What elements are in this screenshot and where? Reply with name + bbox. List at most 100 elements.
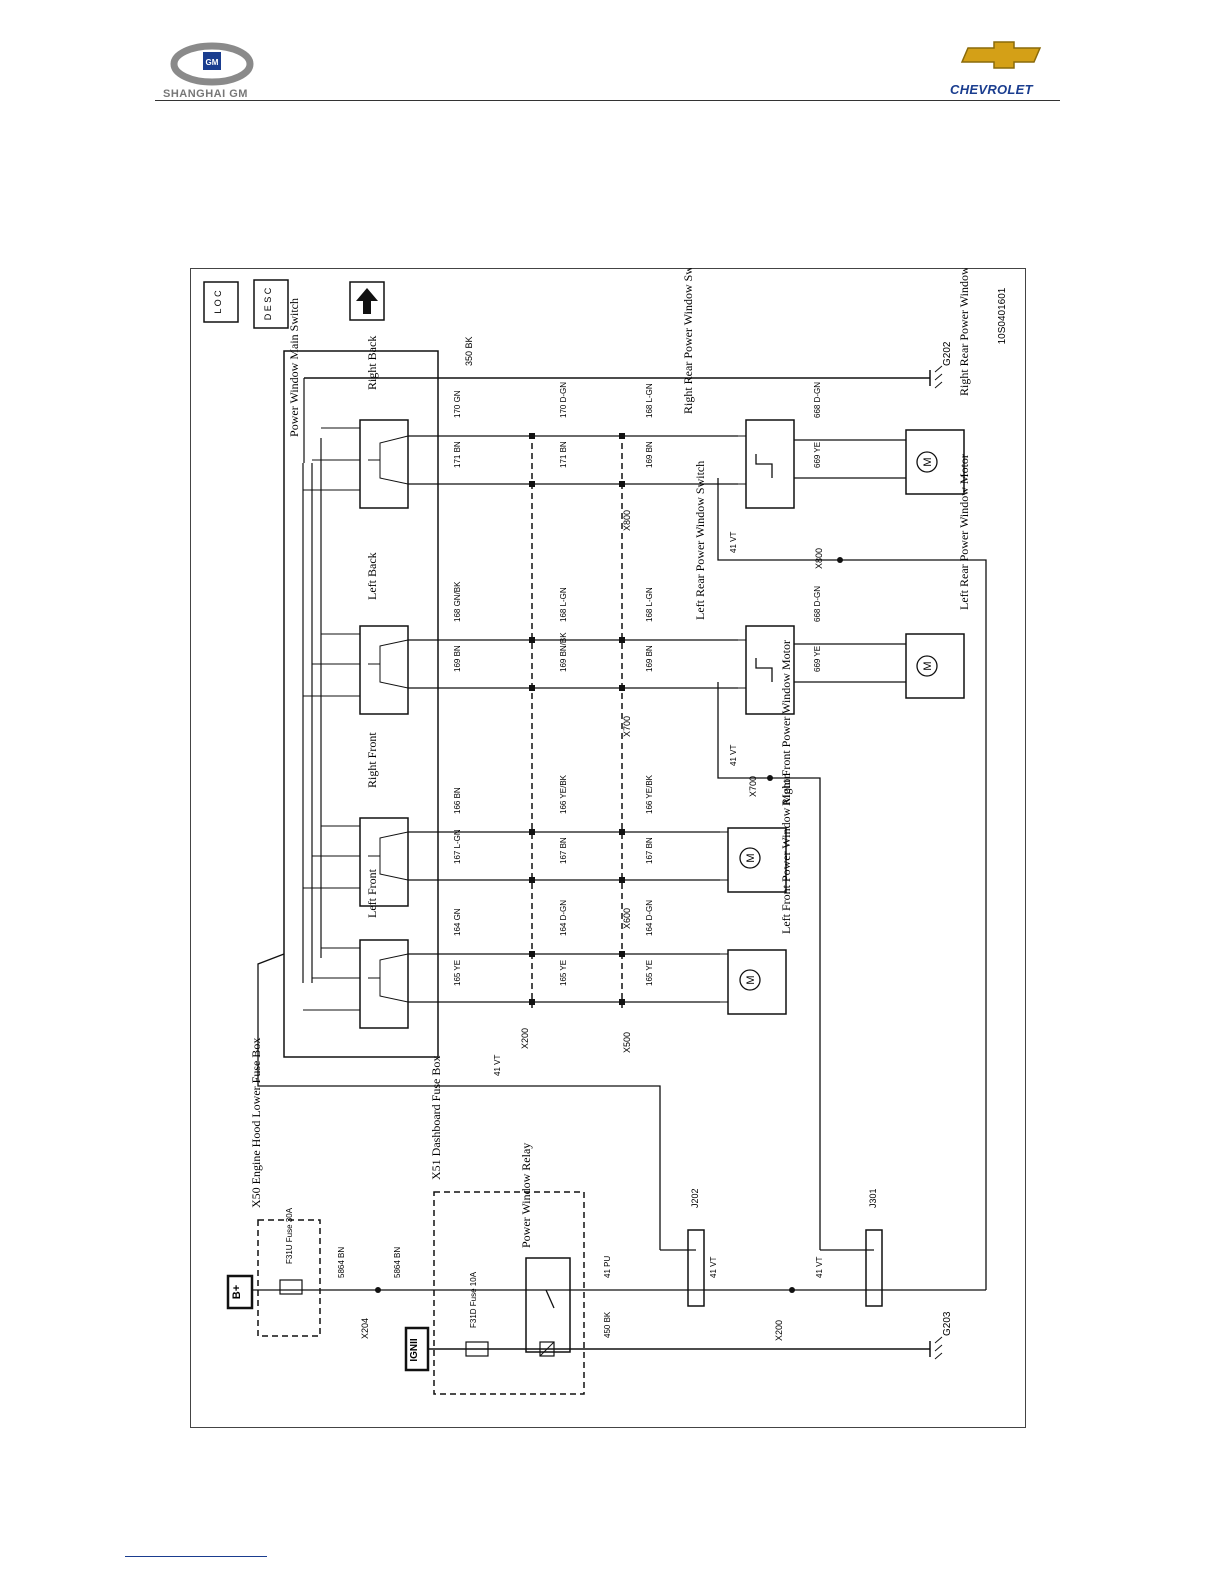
wire-167-bn: 167 BN (559, 837, 568, 864)
wire-165-ye: 165 YE (453, 960, 462, 986)
wire-170-dgn: 170 D-GN (559, 382, 568, 418)
ground-g202-icon (929, 365, 943, 389)
wire-41-main: 41 VT (493, 1055, 502, 1076)
x700-label: X700 (748, 776, 758, 797)
wire-450-bk: 450 BK (603, 1311, 612, 1338)
wire-164-dgn: 164 D-GN (559, 900, 568, 936)
wire-168-lgn-rb: 168 L-GN (645, 383, 654, 418)
desc-icon[interactable]: D E S C (253, 279, 289, 329)
header-rule (155, 100, 1060, 101)
left-front-label: Left Front (365, 868, 379, 918)
x51-fuse-box: X51 Dashboard Fuse Box Power Window Rela… (429, 1056, 585, 1395)
rf-motor-symbol: M (745, 853, 757, 862)
x200-label-bottom: X200 (774, 1320, 784, 1341)
lf-motor: M Left Front Power Window Motor (720, 775, 793, 1015)
fuse-f31d-label: F31D Fuse 10A (469, 1271, 478, 1328)
x700-label-lb: X700 (622, 716, 632, 737)
fuse-f31u-icon (279, 1279, 303, 1295)
wire-168-lgn-lb: 168 L-GN (559, 587, 568, 622)
splice-j202: J202 (687, 1188, 705, 1307)
wire-170-gn: 170 GN (453, 390, 462, 418)
j301-label: J301 (868, 1188, 878, 1208)
wire-669-lr: 669 YE (813, 646, 822, 672)
wire-166-bn: 166 BN (453, 787, 462, 814)
wire-41-x200: 41 VT (815, 1257, 824, 1278)
figure-id: 10S0401601 (997, 287, 1008, 344)
up-arrow-icon[interactable] (349, 281, 385, 321)
wire-169-bn-lb: 169 BN (453, 645, 462, 672)
bplus-label: B+ (231, 1285, 243, 1299)
shanghai-gm-text: SHANGHAI GM (163, 88, 248, 100)
ign-terminal: IGNII (404, 1326, 430, 1372)
left-back-label: Left Back (365, 552, 379, 600)
wire-41-rr: 41 VT (729, 532, 738, 553)
wire-669-rr: 669 YE (813, 442, 822, 468)
wire-169-bn-lb2: 169 BN (645, 645, 654, 672)
wire-167-bn-2: 167 BN (645, 837, 654, 864)
lr-motor-symbol: M (922, 661, 934, 670)
wire-350-label: 350 BK (464, 336, 474, 366)
rr-motor-label: Right Rear Power Window Motor (957, 268, 971, 396)
wire-167-lgn: 167 L-GN (453, 829, 462, 864)
desc-icon-text: D E S C (263, 287, 273, 320)
lr-switch-label: Left Rear Power Window Switch (693, 461, 707, 620)
lr-motor: M Left Rear Power Window Motor (905, 454, 971, 699)
x204-label: X204 (360, 1318, 370, 1339)
lr-switch: Left Rear Power Window Switch (693, 461, 906, 715)
g202-label: G202 (942, 341, 953, 366)
switch-left-back: Left Back (303, 552, 409, 715)
wire-168-gnbk: 168 GN/BK (453, 581, 462, 622)
switch-right-front: Right Front (303, 732, 409, 907)
wire-5864-a: 5864 BN (337, 1247, 346, 1278)
x50-label: X50 Engine Hood Lower Fuse Box (249, 1038, 263, 1208)
chevrolet-logo (948, 40, 1060, 96)
shanghai-gm-logo: GM (160, 40, 270, 100)
right-front-label: Right Front (365, 732, 379, 788)
wire-164-gn: 164 GN (453, 908, 462, 936)
x50-fuse-box: X50 Engine Hood Lower Fuse Box F31U Fuse… (249, 1038, 321, 1337)
right-back-label: Right Back (365, 336, 379, 390)
wire-41-j202: 41 VT (709, 1257, 718, 1278)
rr-motor: M Right Rear Power Window Motor (905, 233, 971, 495)
gm-mark-text: GM (206, 58, 219, 67)
power-window-relay-icon (525, 1257, 571, 1353)
wire-668-rr: 668 D-GN (813, 382, 822, 418)
wire-166-yebk: 166 YE/BK (559, 774, 568, 814)
main-switch-box (283, 350, 439, 1058)
wire-164-dgn-2: 164 D-GN (645, 900, 654, 936)
x800-label: X800 (814, 548, 824, 569)
wire-41-lr: 41 VT (729, 745, 738, 766)
splice-j301: J301 (865, 1188, 883, 1307)
wiring-diagram: L O C D E S C 10S0401601 Power Window Ma… (190, 233, 1026, 1428)
lf-motor-label: Left Front Power Window Motor (779, 775, 793, 934)
wire-5864-b: 5864 BN (393, 1247, 402, 1278)
g203-label: G203 (942, 1311, 953, 1336)
x51-label: X51 Dashboard Fuse Box (429, 1056, 443, 1180)
rr-switch-label: Right Rear Power Window Switch (681, 268, 695, 414)
wire-171-bn-2: 171 BN (559, 441, 568, 468)
wire-165-ye-2: 165 YE (559, 960, 568, 986)
wire-169-bn-rb: 169 BN (645, 441, 654, 468)
chevrolet-text: CHEVROLET (950, 82, 1033, 97)
ign-label: IGNII (409, 1338, 420, 1362)
x800-label-rb: X800 (622, 510, 632, 531)
rf-motor: M Right Front Power Window Motor (720, 640, 793, 893)
wire-166-yebk-2: 166 YE/BK (645, 774, 654, 814)
x500-label-lf: X500 (622, 1032, 632, 1053)
switch-right-back: Right Back (303, 336, 409, 509)
lf-motor-symbol: M (745, 975, 757, 984)
wire-165-ye-3: 165 YE (645, 960, 654, 986)
j202-label: J202 (690, 1188, 700, 1208)
main-switch-label: Power Window Main Switch (287, 298, 301, 437)
x600-label-rf: X600 (622, 908, 632, 929)
rf-motor-label: Right Front Power Window Motor (779, 640, 793, 806)
fuse-f31u-label: F31U Fuse 30A (285, 1207, 294, 1264)
rr-motor-symbol: M (922, 457, 934, 466)
lr-motor-label: Left Rear Power Window Motor (957, 454, 971, 610)
bplus-terminal: B+ (226, 1274, 254, 1310)
ground-g203-icon (929, 1336, 943, 1360)
wire-171-bn: 171 BN (453, 441, 462, 468)
loc-icon[interactable]: L O C (203, 281, 239, 323)
wire-169-bnbk: 169 BN/BK (559, 632, 568, 672)
wire-41pu: 41 PU (603, 1256, 612, 1278)
